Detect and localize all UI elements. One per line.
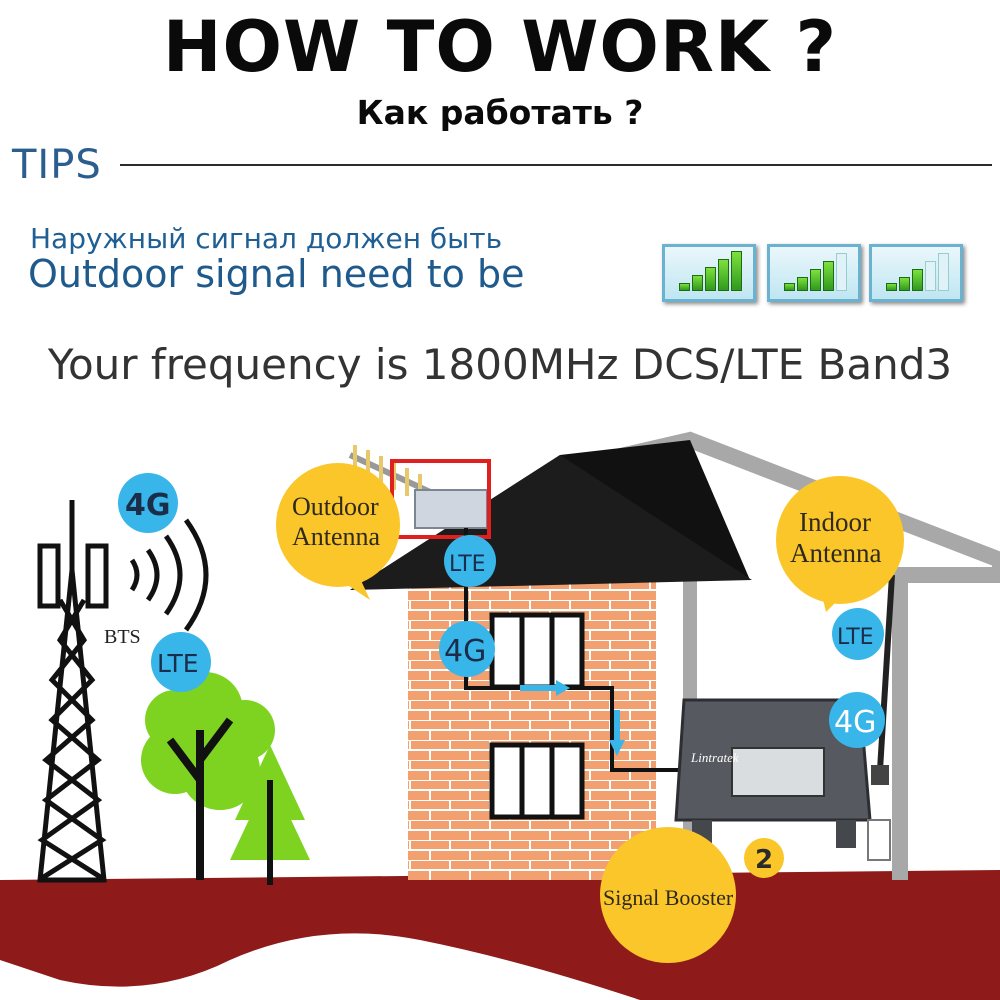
- tips-divider: [120, 164, 992, 166]
- signal-strength-icon: [662, 244, 756, 302]
- svg-text:Antenna: Antenna: [790, 538, 881, 568]
- trees: [141, 672, 310, 885]
- svg-text:Indoor: Indoor: [799, 507, 871, 537]
- signal-strength-icon: [767, 244, 861, 302]
- outdoor-lte-badge: LTE: [444, 535, 496, 587]
- svg-text:LTE: LTE: [449, 552, 486, 577]
- signal-booster: Lintratek: [674, 698, 891, 861]
- house-4g-badge: 4G: [439, 621, 495, 677]
- svg-text:4G: 4G: [444, 634, 486, 669]
- booster-number-badge: 2: [744, 838, 784, 878]
- tower-lte-badge: LTE: [151, 632, 211, 692]
- svg-text:Signal Booster: Signal Booster: [603, 885, 734, 910]
- installation-diagram: BTS Lintratek: [0, 431, 1000, 1000]
- signal-strength-icon: [869, 244, 963, 302]
- signal-booster-bubble: Signal Booster: [600, 827, 736, 963]
- frequency-note: Your frequency is 1800MHz DCS/LTE Band3: [47, 340, 953, 389]
- svg-text:2: 2: [755, 845, 773, 875]
- ground: [0, 870, 1000, 1000]
- svg-text:LTE: LTE: [837, 625, 874, 650]
- bts-label: BTS: [104, 626, 141, 648]
- booster-4g-badge: 4G: [829, 692, 885, 748]
- page-subtitle: Как работать ?: [356, 93, 644, 132]
- indoor-antenna-bubble: Indoor Antenna: [776, 476, 904, 612]
- svg-text:4G: 4G: [125, 488, 171, 523]
- tips-text-en: Outdoor signal need to be: [28, 252, 525, 296]
- svg-text:Outdoor: Outdoor: [292, 492, 379, 521]
- page-title: HOW TO WORK ?: [162, 6, 838, 88]
- booster-brand: Lintratek: [690, 750, 739, 765]
- outdoor-antenna-bubble: Outdoor Antenna: [276, 463, 400, 600]
- indoor-lte-badge: LTE: [832, 608, 884, 660]
- tips-text-ru: Наружный сигнал должен быть: [30, 222, 503, 255]
- tips-label: TIPS: [12, 142, 102, 188]
- indoor-antenna: [877, 574, 895, 771]
- tower-4g-badge: 4G: [118, 473, 178, 533]
- bts-tower: [37, 500, 209, 883]
- svg-text:LTE: LTE: [157, 649, 199, 678]
- svg-text:4G: 4G: [834, 705, 876, 740]
- svg-text:Antenna: Antenna: [292, 522, 381, 551]
